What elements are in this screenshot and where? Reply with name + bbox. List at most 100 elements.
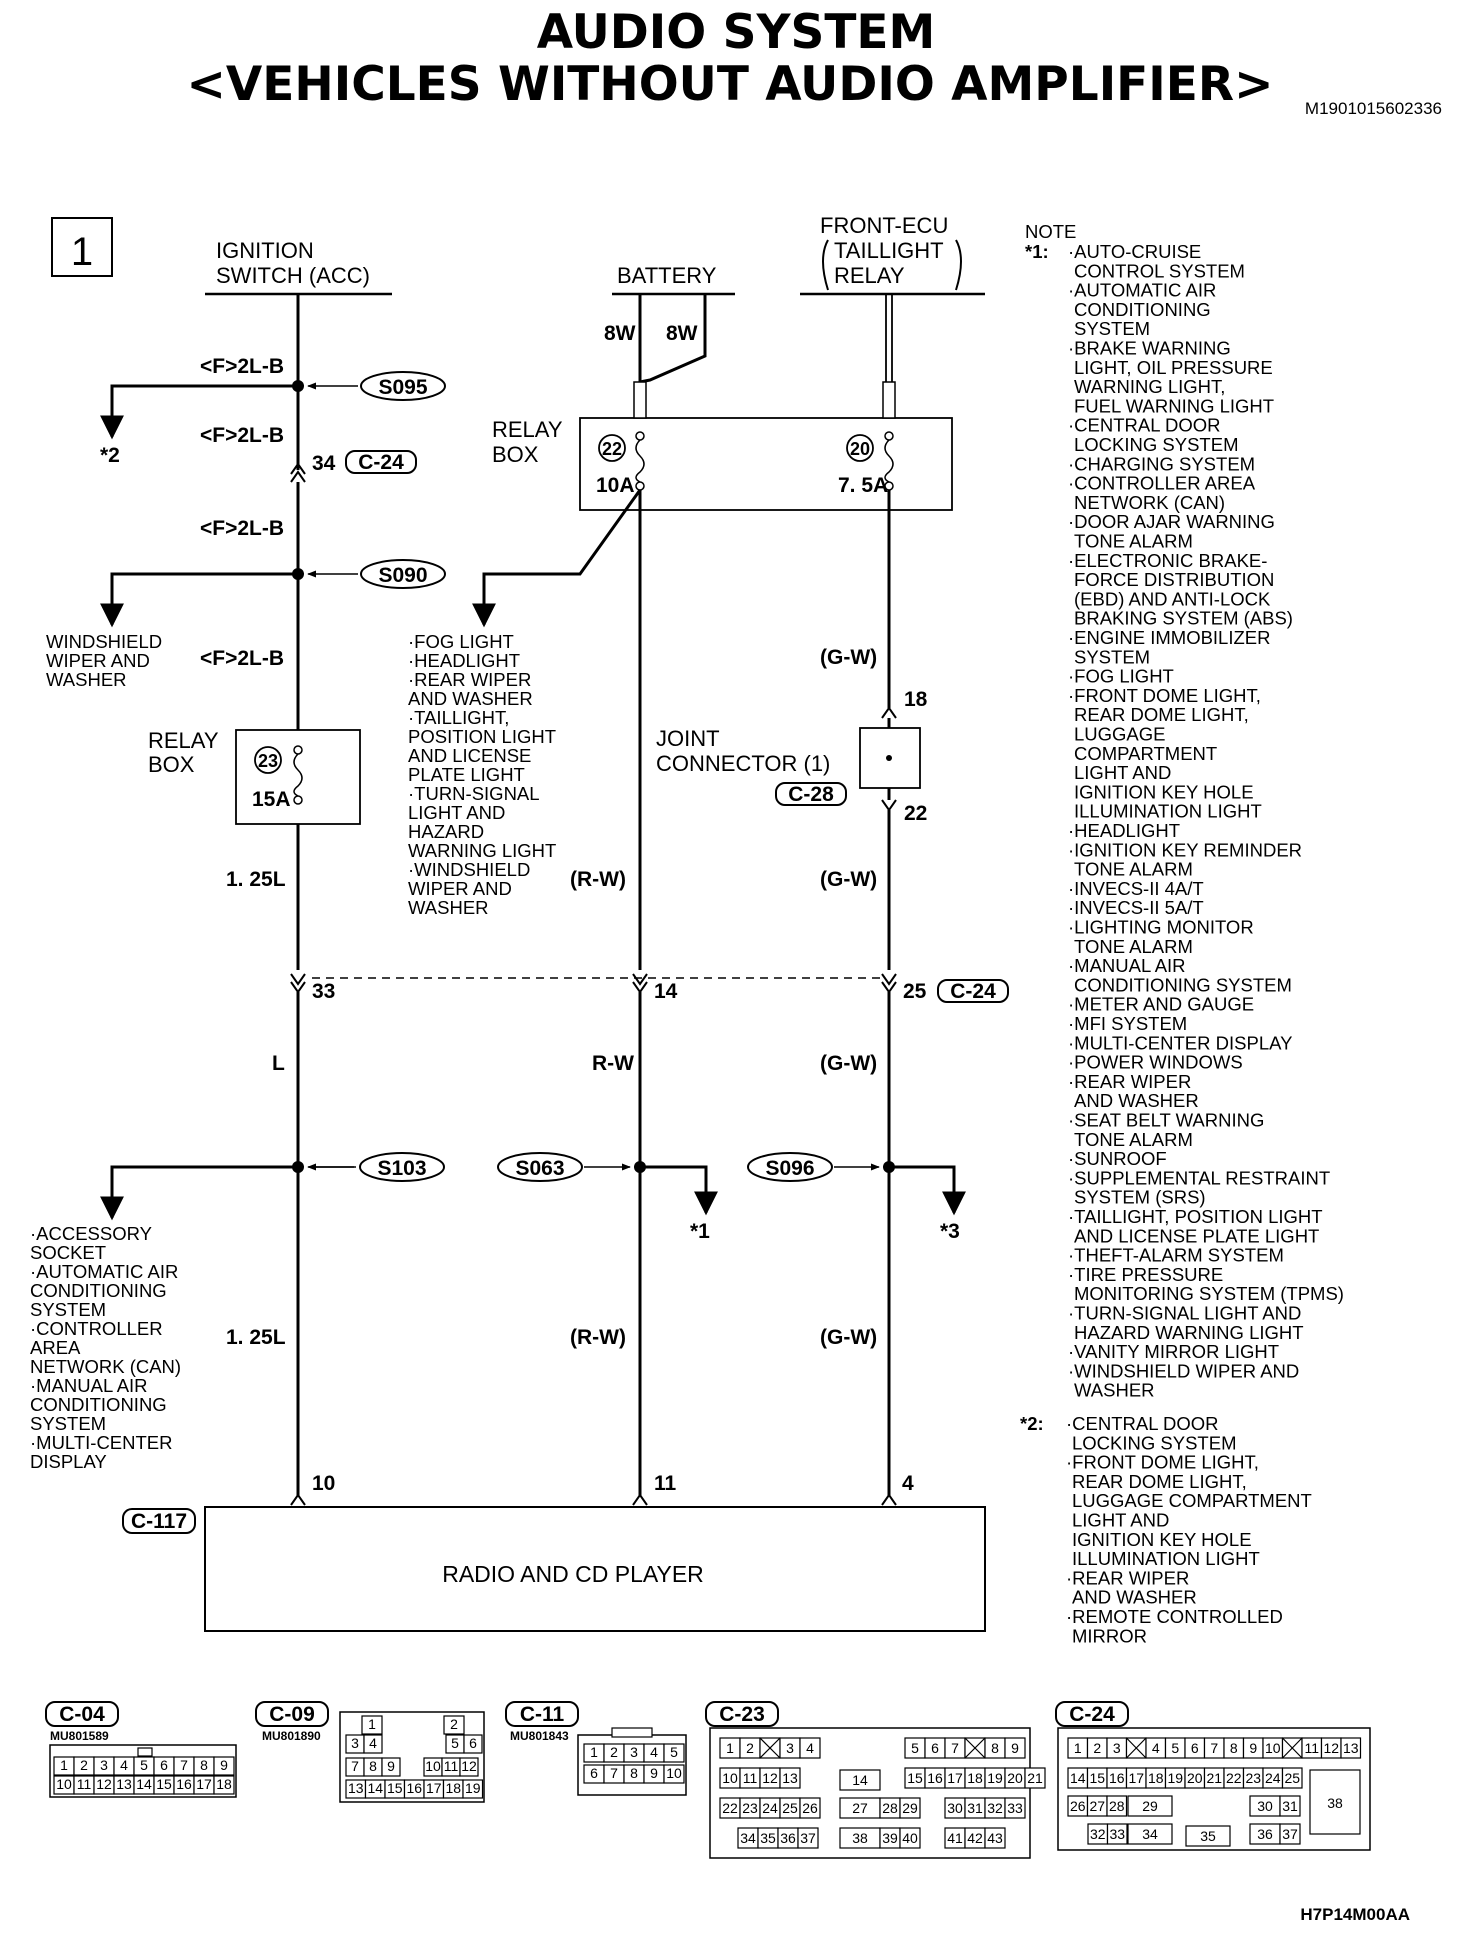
note-item: MIRROR <box>1072 1625 1147 1646</box>
c23-pin: 39 <box>882 1830 898 1846</box>
dest-text: ·REAR WIPER <box>408 669 531 690</box>
note-item: ·CENTRAL DOOR <box>1066 1413 1218 1434</box>
c11-pin: 10 <box>666 1765 682 1781</box>
c24-pin: 36 <box>1257 1826 1273 1842</box>
note-item: IGNITION KEY HOLE <box>1074 781 1254 802</box>
note-item: ·METER AND GAUGE <box>1068 994 1254 1015</box>
c24-pin: 9 <box>1249 1740 1257 1756</box>
note-item: ·TURN-SIGNAL LIGHT AND <box>1068 1303 1301 1324</box>
note-item: ·HEADLIGHT <box>1068 820 1180 841</box>
c24-pin: 28 <box>1109 1798 1125 1814</box>
note-item: ·SEAT BELT WARNING <box>1068 1110 1264 1131</box>
fuse-22-rating: 10A <box>596 474 635 497</box>
wire-label-l: L <box>272 1052 285 1075</box>
c09-pin: 17 <box>426 1780 442 1796</box>
wire-label-gw1: (G-W) <box>820 646 877 669</box>
pin-22: 22 <box>904 802 927 825</box>
note-item: ·WINDSHIELD WIPER AND <box>1068 1360 1299 1381</box>
c04-pin: 9 <box>220 1757 228 1773</box>
note-item: REAR DOME LIGHT, <box>1072 1471 1247 1492</box>
fuse-23: 23 <box>258 751 278 771</box>
connector-c28: C-28 <box>788 783 834 806</box>
fuse-20-rating: 7. 5A <box>838 474 888 497</box>
wire-label-rw3: (R-W) <box>570 1326 626 1349</box>
c04-pin: 7 <box>180 1757 188 1773</box>
note-item: ·MANUAL AIR <box>1068 955 1186 976</box>
c23-pin: 38 <box>852 1830 868 1846</box>
c09-pin: 19 <box>465 1780 481 1796</box>
c24-pin: 7 <box>1210 1740 1218 1756</box>
c04-pin: 5 <box>140 1757 148 1773</box>
c24-pin: 3 <box>1113 1740 1121 1756</box>
c23-pin: 28 <box>882 1800 898 1816</box>
note-item: FUEL WARNING LIGHT <box>1074 395 1274 416</box>
c09-pin: 16 <box>406 1780 422 1796</box>
c04-pin: 14 <box>136 1776 152 1792</box>
c09-pin: 11 <box>444 1758 459 1774</box>
c23-pin: 34 <box>740 1830 756 1846</box>
c24-pin: 33 <box>1109 1826 1125 1842</box>
note-item: ·CENTRAL DOOR <box>1068 415 1220 436</box>
ref-star-1: *1 <box>690 1220 710 1243</box>
note-item: BRAKING SYSTEM (ABS) <box>1074 608 1293 629</box>
wire-label-8w-b: 8W <box>666 322 698 345</box>
c24-pin: 32 <box>1090 1826 1106 1842</box>
note-item: SYSTEM <box>1074 646 1150 667</box>
note-item: ·LIGHTING MONITOR <box>1068 917 1254 938</box>
c04-pin: 8 <box>200 1757 208 1773</box>
c24-pin: 5 <box>1171 1740 1179 1756</box>
c04-pin: 12 <box>96 1776 112 1792</box>
wire-label-gw4: (G-W) <box>820 1326 877 1349</box>
dest-text: AREA <box>30 1337 81 1358</box>
c23-pin: 3 <box>786 1740 794 1756</box>
note-item: LIGHT AND <box>1072 1510 1169 1531</box>
ecu-label-1: FRONT-ECU <box>820 213 948 238</box>
c23-pin: 2 <box>746 1740 754 1756</box>
note-item: ·REAR WIPER <box>1068 1071 1191 1092</box>
note-item: LIGHT AND <box>1074 762 1171 783</box>
note-mark-2: *2: <box>1020 1413 1044 1434</box>
c04-pin: 6 <box>160 1757 168 1773</box>
note-item: LUGGAGE COMPARTMENT <box>1072 1490 1312 1511</box>
c23-pin: 20 <box>1007 1770 1023 1786</box>
c23-pin: 32 <box>987 1800 1003 1816</box>
c04-pin: 18 <box>216 1776 232 1792</box>
c23-pin: 36 <box>780 1830 796 1846</box>
note-heading: NOTE <box>1025 221 1076 242</box>
c23-pin: 37 <box>800 1830 816 1846</box>
c11-pin: 8 <box>630 1765 638 1781</box>
c23-pin: 9 <box>1011 1740 1019 1756</box>
note-item: ILLUMINATION LIGHT <box>1074 801 1262 822</box>
dest-text: WIPER AND <box>408 878 512 899</box>
c23-pin: 21 <box>1027 1770 1043 1786</box>
c11-pin: 3 <box>630 1744 638 1760</box>
splice-s063: S063 <box>515 1157 564 1180</box>
c23-pin: 35 <box>760 1830 776 1846</box>
c23-pin: 1 <box>726 1740 734 1756</box>
c23-pin: 40 <box>902 1830 918 1846</box>
relay-box-23-label-1: RELAY <box>148 728 219 753</box>
dest-text: NETWORK (CAN) <box>30 1356 181 1377</box>
c24-pin: 35 <box>1200 1828 1216 1844</box>
connector-view-c23-label: C-23 <box>719 1703 765 1726</box>
c24-pin: 14 <box>1070 1770 1086 1786</box>
note-item: MONITORING SYSTEM (TPMS) <box>1074 1283 1344 1304</box>
c24-pin: 27 <box>1089 1798 1105 1814</box>
c04-pin: 4 <box>120 1757 128 1773</box>
c24-pin: 18 <box>1148 1770 1164 1786</box>
document-id: M1901015602336 <box>1305 99 1442 118</box>
c23-pin: 4 <box>806 1740 814 1756</box>
c04-pin: 10 <box>56 1776 72 1792</box>
c24-pin: 19 <box>1167 1770 1183 1786</box>
note-item: ·INVECS-II 4A/T <box>1068 878 1204 899</box>
c09-pin: 3 <box>351 1735 359 1751</box>
note-item: ·REMOTE CONTROLLED <box>1066 1606 1283 1627</box>
c23-pin: 10 <box>722 1770 738 1786</box>
dest-text: WASHER <box>46 669 127 690</box>
c24-pin: 8 <box>1230 1740 1238 1756</box>
c23-pin: 29 <box>902 1800 918 1816</box>
dest-text: ·CONTROLLER <box>30 1318 163 1339</box>
c24-pin: 23 <box>1245 1770 1261 1786</box>
note-item: TONE ALARM <box>1074 531 1193 552</box>
